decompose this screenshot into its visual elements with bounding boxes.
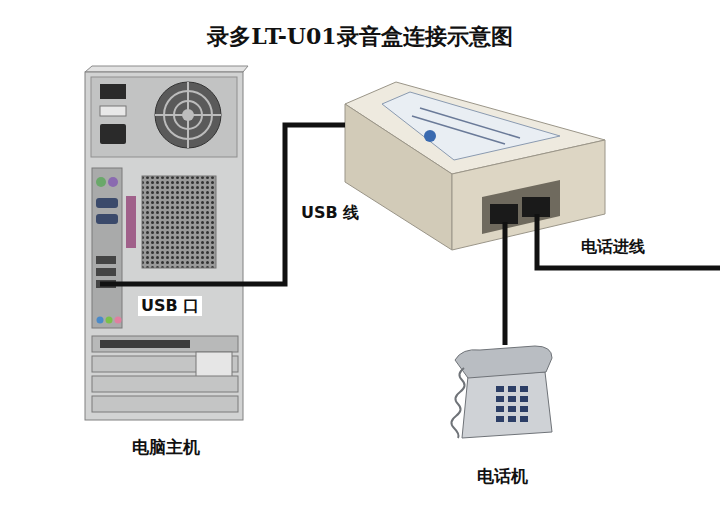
jack-recess <box>482 180 560 234</box>
phone-key <box>520 386 528 392</box>
serial-port <box>96 198 118 208</box>
computer-node: 电脑主机 <box>82 64 249 458</box>
psu-fan <box>155 82 221 148</box>
ps2-port <box>96 177 106 187</box>
power-socket <box>100 124 126 144</box>
telephone-node: 电话机 <box>440 345 565 487</box>
box-front <box>452 140 605 250</box>
phone-cable-stub <box>503 222 508 252</box>
phone-base <box>462 372 552 438</box>
cable-line <box>503 252 508 345</box>
phone-key <box>520 416 528 422</box>
phone-line-in <box>537 214 720 268</box>
expansion-slot <box>92 376 238 392</box>
phone-handset <box>455 346 552 378</box>
audio-jack <box>97 317 104 324</box>
video-port <box>100 340 190 348</box>
tower-top <box>85 66 248 72</box>
node-label: 电脑主机 <box>132 437 200 458</box>
serial-port <box>96 214 118 224</box>
fan-guard <box>187 82 189 148</box>
recording-box <box>345 82 605 250</box>
node-label: 电话机 <box>477 466 528 487</box>
computer-tower <box>85 66 248 420</box>
phone-jack <box>490 204 518 224</box>
telephone <box>451 346 552 438</box>
usb-port <box>96 256 116 264</box>
case-fan-grille <box>142 176 216 268</box>
phone-key <box>508 416 516 422</box>
phone-key <box>508 396 516 402</box>
line-label: 电话进线 <box>578 237 648 257</box>
tower-back <box>85 72 243 420</box>
phone-key <box>508 406 516 412</box>
parallel-port <box>126 196 136 248</box>
phone-key <box>496 386 504 392</box>
voltage-label <box>100 106 126 116</box>
usb-plug-cable <box>100 282 249 287</box>
phone-cord <box>451 368 464 438</box>
audio-jack <box>115 317 122 324</box>
diagram-title: 录多LT-U01录音盒连接示意图 <box>0 22 720 52</box>
expansion-slot <box>92 396 238 412</box>
cable-label: USB 线 <box>298 203 362 223</box>
power-supply <box>91 77 237 157</box>
audio-jack <box>106 317 113 324</box>
cable-line <box>249 125 345 284</box>
usb-port <box>96 268 116 276</box>
phone-key <box>520 406 528 412</box>
phone-key <box>496 416 504 422</box>
expansion-slot <box>92 336 238 352</box>
phone-key <box>496 406 504 412</box>
ps2-port <box>108 177 118 187</box>
phone-key <box>496 396 504 402</box>
box-sticker <box>382 92 560 160</box>
phone-key <box>508 386 516 392</box>
sticker-logo <box>424 130 436 142</box>
port-label: USB 口 <box>138 296 202 316</box>
sticker-print <box>412 116 505 144</box>
power-switch <box>100 84 126 99</box>
phone-key <box>520 396 528 402</box>
io-panel <box>92 168 122 328</box>
sticker <box>196 352 232 378</box>
recorder-box <box>345 80 607 252</box>
